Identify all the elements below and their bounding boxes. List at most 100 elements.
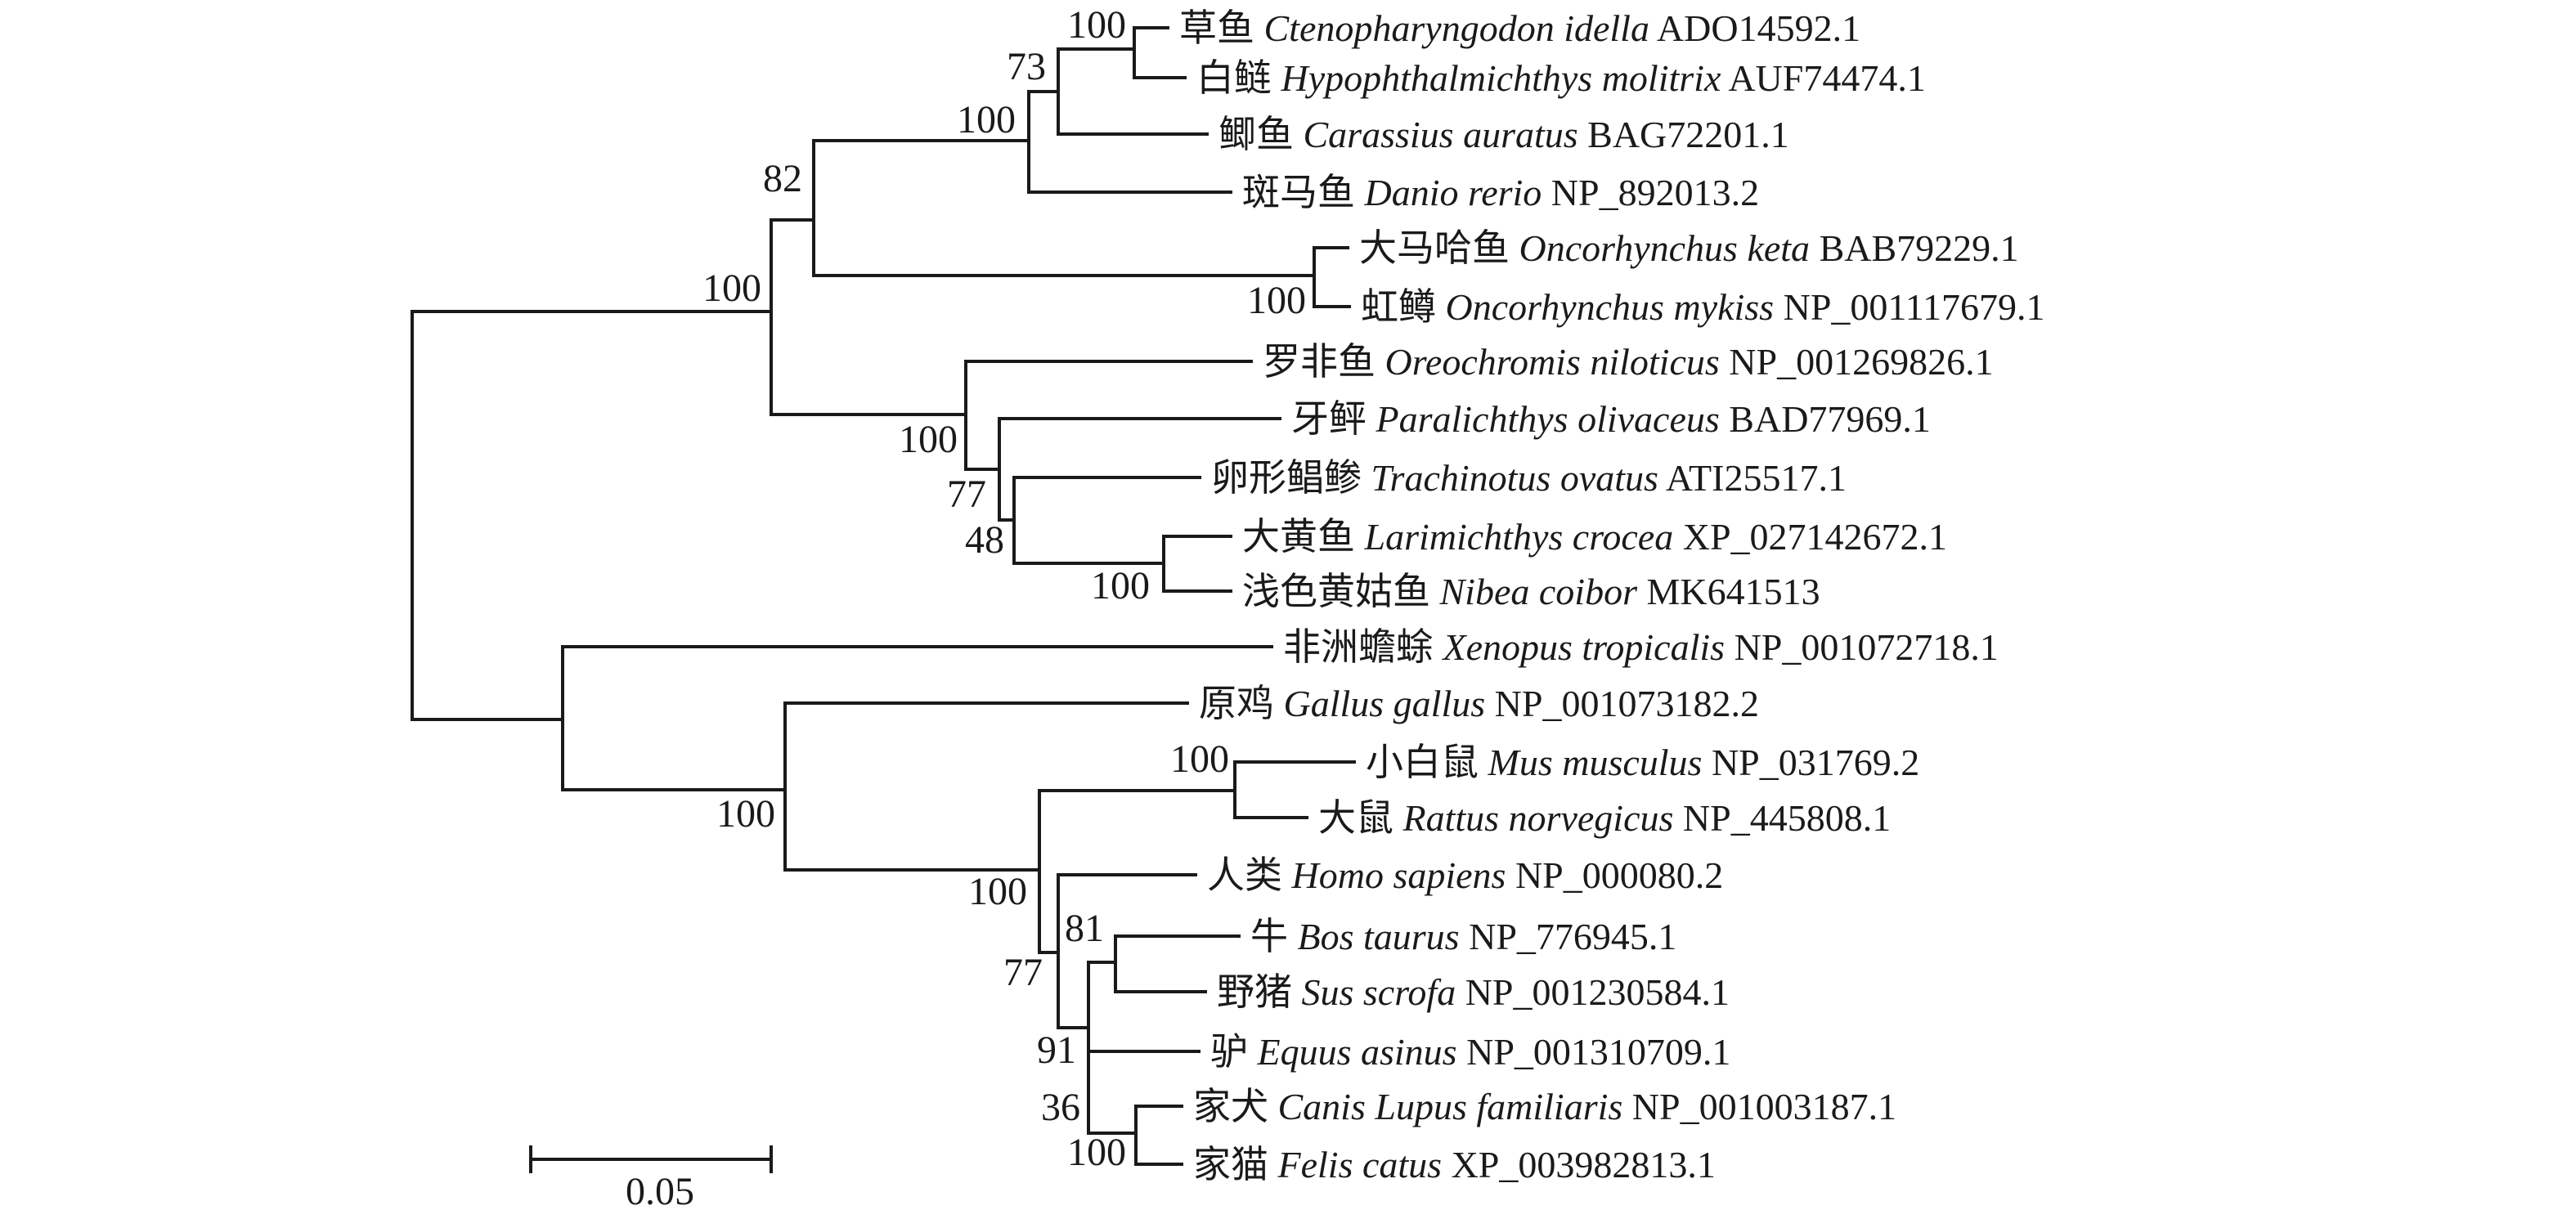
tree-branch [1057, 47, 1209, 136]
leaf-cn: 大马哈鱼 [1359, 227, 1510, 269]
leaf-accession: AUF74474.1 [1721, 57, 1925, 99]
tree-branches [411, 26, 1356, 1166]
leaf-cn: 牛 [1250, 916, 1288, 957]
leaf-cn: 大黄鱼 [1242, 516, 1355, 558]
bootstrap-value: 100 [1067, 3, 1126, 47]
leaf-label: 人类 Homo sapiens NP_000080.2 [1207, 854, 1723, 896]
leaf-accession: NP_001310709.1 [1457, 1031, 1731, 1073]
leaf-label: 家猫 Felis catus XP_003982813.1 [1193, 1144, 1716, 1185]
leaf-cn: 浅色黄姑鱼 [1242, 571, 1430, 612]
tree-branch [1133, 26, 1187, 79]
scale-bar-line [529, 1145, 773, 1173]
leaf-accession: BAB79229.1 [1810, 227, 2019, 269]
leaf-cn: 鲫鱼 [1218, 114, 1294, 155]
leaf-accession: NP_445808.1 [1673, 797, 1891, 839]
leaf-accession: NP_001230584.1 [1456, 971, 1730, 1013]
leaf-species: Felis catus [1268, 1144, 1442, 1185]
leaf-accession: ATI25517.1 [1658, 457, 1847, 499]
tree-branch [1087, 961, 1200, 1135]
leaf-accession: BAG72201.1 [1578, 114, 1789, 155]
leaf-accession: BAD77969.1 [1720, 398, 1931, 440]
leaf-cn: 家猫 [1193, 1144, 1268, 1185]
bootstrap-value: 77 [1003, 951, 1043, 994]
leaf-species: Gallus gallus [1274, 683, 1485, 724]
leaf-species: Ctenopharyngodon idella [1254, 7, 1649, 49]
leaf-species: Hypophthalmichthys molitrix [1272, 57, 1721, 99]
leaf-label: 浅色黄姑鱼 Nibea coibor MK641513 [1242, 571, 1820, 612]
leaf-label: 卵形鲳鲹 Trachinotus ovatus ATI25517.1 [1211, 457, 1847, 499]
leaf-species: Xenopus tropicalis [1434, 626, 1725, 668]
leaf-cn: 原鸡 [1199, 683, 1274, 724]
leaf-label: 牛 Bos taurus NP_776945.1 [1250, 916, 1676, 957]
tree-branch [1233, 760, 1356, 819]
leaf-species: Rattus norvegicus [1393, 797, 1673, 839]
leaf-species: Sus scrofa [1292, 971, 1456, 1013]
leaf-label: 草鱼 Ctenopharyngodon idella ADO14592.1 [1179, 7, 1860, 49]
bootstrap-value: 36 [1041, 1086, 1080, 1129]
tree-branch [964, 360, 1253, 471]
leaf-accession: NP_776945.1 [1460, 916, 1677, 957]
bootstrap-value: 100 [1067, 1131, 1126, 1174]
leaf-accession: NP_031769.2 [1702, 742, 1919, 783]
bootstrap-value: 48 [965, 518, 1004, 562]
leaf-species: Paralichthys olivaceus [1367, 398, 1720, 440]
leaf-cn: 牙鲆 [1291, 398, 1367, 440]
leaf-label: 虹鳟 Oncorhynchus mykiss NP_001117679.1 [1361, 286, 2044, 328]
leaf-cn: 人类 [1207, 854, 1282, 896]
leaf-accession: NP_001003187.1 [1622, 1086, 1896, 1127]
leaf-accession: NP_001269826.1 [1720, 341, 1994, 383]
tree-branch [1012, 476, 1201, 565]
leaf-cn: 非洲蟾蜍 [1283, 626, 1434, 668]
leaf-species: Mus musculus [1479, 742, 1702, 783]
tree-branch [1057, 873, 1197, 1029]
tree-branch [770, 218, 967, 416]
tree-branch [1027, 90, 1232, 194]
leaf-label: 大黄鱼 Larimichthys crocea XP_027142672.1 [1242, 516, 1947, 558]
leaf-species: Larimichthys crocea [1355, 516, 1673, 558]
leaf-label: 原鸡 Gallus gallus NP_001073182.2 [1199, 683, 1759, 724]
leaf-species: Homo sapiens [1282, 854, 1506, 896]
leaf-accession: MK641513 [1637, 571, 1820, 612]
leaf-cn: 白鲢 [1196, 57, 1272, 99]
leaf-species: Danio rerio [1355, 172, 1542, 213]
bootstrap-value: 100 [1247, 279, 1306, 322]
tree-branch [783, 701, 1189, 872]
leaf-species: Oreochromis niloticus [1376, 341, 1720, 383]
leaf-cn: 罗非鱼 [1263, 341, 1376, 383]
leaf-label: 小白鼠 Mus musculus NP_031769.2 [1366, 742, 1919, 783]
leaf-label: 非洲蟾蜍 Xenopus tropicalis NP_001072718.1 [1283, 626, 1999, 668]
bootstrap-value: 77 [947, 473, 986, 516]
leaf-accession: NP_001073182.2 [1485, 683, 1759, 724]
bootstrap-value: 100 [968, 870, 1027, 913]
leaf-accession: NP_001117679.1 [1774, 286, 2044, 328]
bootstrap-value: 81 [1065, 907, 1104, 950]
leaf-cn: 家犬 [1193, 1086, 1268, 1127]
leaf-label: 鲫鱼 Carassius auratus BAG72201.1 [1218, 114, 1789, 155]
tree-branch [812, 139, 1316, 277]
tree-branch [1114, 934, 1241, 993]
leaf-cn: 驴 [1210, 1031, 1248, 1073]
leaf-accession: NP_000080.2 [1506, 854, 1723, 896]
leaf-cn: 虹鳟 [1361, 286, 1436, 328]
leaf-species: Equus asinus [1248, 1031, 1457, 1073]
tree-branch [1038, 789, 1236, 954]
bootstrap-value: 100 [957, 98, 1016, 141]
bootstrap-value: 100 [899, 418, 958, 461]
tree-branch [998, 417, 1281, 522]
leaf-label: 家犬 Canis Lupus familiaris NP_001003187.1 [1193, 1086, 1896, 1127]
leaf-label: 罗非鱼 Oreochromis niloticus NP_001269826.1 [1263, 341, 1994, 383]
tree-branch [411, 310, 773, 721]
leaf-cn: 卵形鲳鲹 [1211, 457, 1362, 499]
leaf-labels: 草鱼 Ctenopharyngodon idella ADO14592.1 白鲢 … [1179, 7, 2044, 1185]
bootstrap-value: 73 [1007, 45, 1046, 88]
leaf-label: 白鲢 Hypophthalmichthys molitrix AUF74474.… [1196, 57, 1926, 99]
scale-bar: 0.05 [529, 1145, 773, 1213]
leaf-species: Trachinotus ovatus [1362, 457, 1658, 499]
leaf-accession: NP_892013.2 [1542, 172, 1759, 213]
leaf-label: 斑马鱼 Danio rerio NP_892013.2 [1242, 172, 1759, 213]
leaf-accession: NP_001072718.1 [1725, 626, 1999, 668]
leaf-label: 野猪 Sus scrofa NP_001230584.1 [1217, 971, 1730, 1013]
bootstrap-value: 82 [763, 157, 802, 200]
leaf-cn: 大鼠 [1318, 797, 1393, 839]
